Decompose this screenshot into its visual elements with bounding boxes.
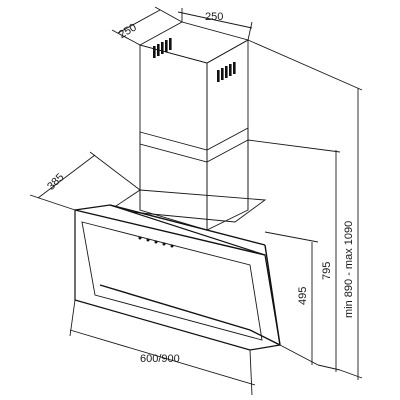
dim-label-hood-width: 600/900 bbox=[140, 353, 180, 365]
dim-label-glass-height: 495 bbox=[297, 287, 309, 305]
hood-base bbox=[108, 189, 267, 223]
control-buttons bbox=[138, 236, 174, 248]
hood-glass-panel bbox=[74, 204, 281, 351]
chimney-top-face bbox=[138, 21, 250, 64]
chimney-joint bbox=[139, 127, 249, 163]
control-button-3 bbox=[154, 240, 158, 244]
chimney-upper bbox=[138, 21, 250, 231]
control-button-2 bbox=[146, 238, 150, 242]
dim-label-body-height: 795 bbox=[321, 262, 333, 280]
dim-total-height: min 890 - max 1090 bbox=[247, 39, 363, 380]
dim-glass-height: 495 bbox=[264, 231, 319, 366]
glass-inner bbox=[81, 221, 263, 341]
dim-body-height: 795 bbox=[247, 139, 341, 372]
vent-slots-left bbox=[153, 38, 172, 58]
dim-hood-width: 600/900 bbox=[69, 299, 256, 396]
hood-top-plate bbox=[108, 189, 267, 223]
dim-label-total-height: min 890 - max 1090 bbox=[343, 221, 355, 318]
control-button-4 bbox=[162, 242, 166, 246]
vent-slots-right bbox=[217, 62, 236, 82]
dim-label-hood-depth: 385 bbox=[45, 171, 66, 192]
chimney-front-face bbox=[139, 44, 208, 231]
chimney-lower bbox=[139, 127, 249, 230]
control-button-1 bbox=[138, 236, 142, 240]
dim-label-chimney-depth: 250 bbox=[117, 21, 139, 41]
glass-face bbox=[74, 204, 281, 351]
dim-label-chimney-width: 250 bbox=[205, 11, 223, 23]
control-button-5 bbox=[170, 244, 174, 248]
dim-chimney-width: 250 bbox=[177, 8, 253, 41]
